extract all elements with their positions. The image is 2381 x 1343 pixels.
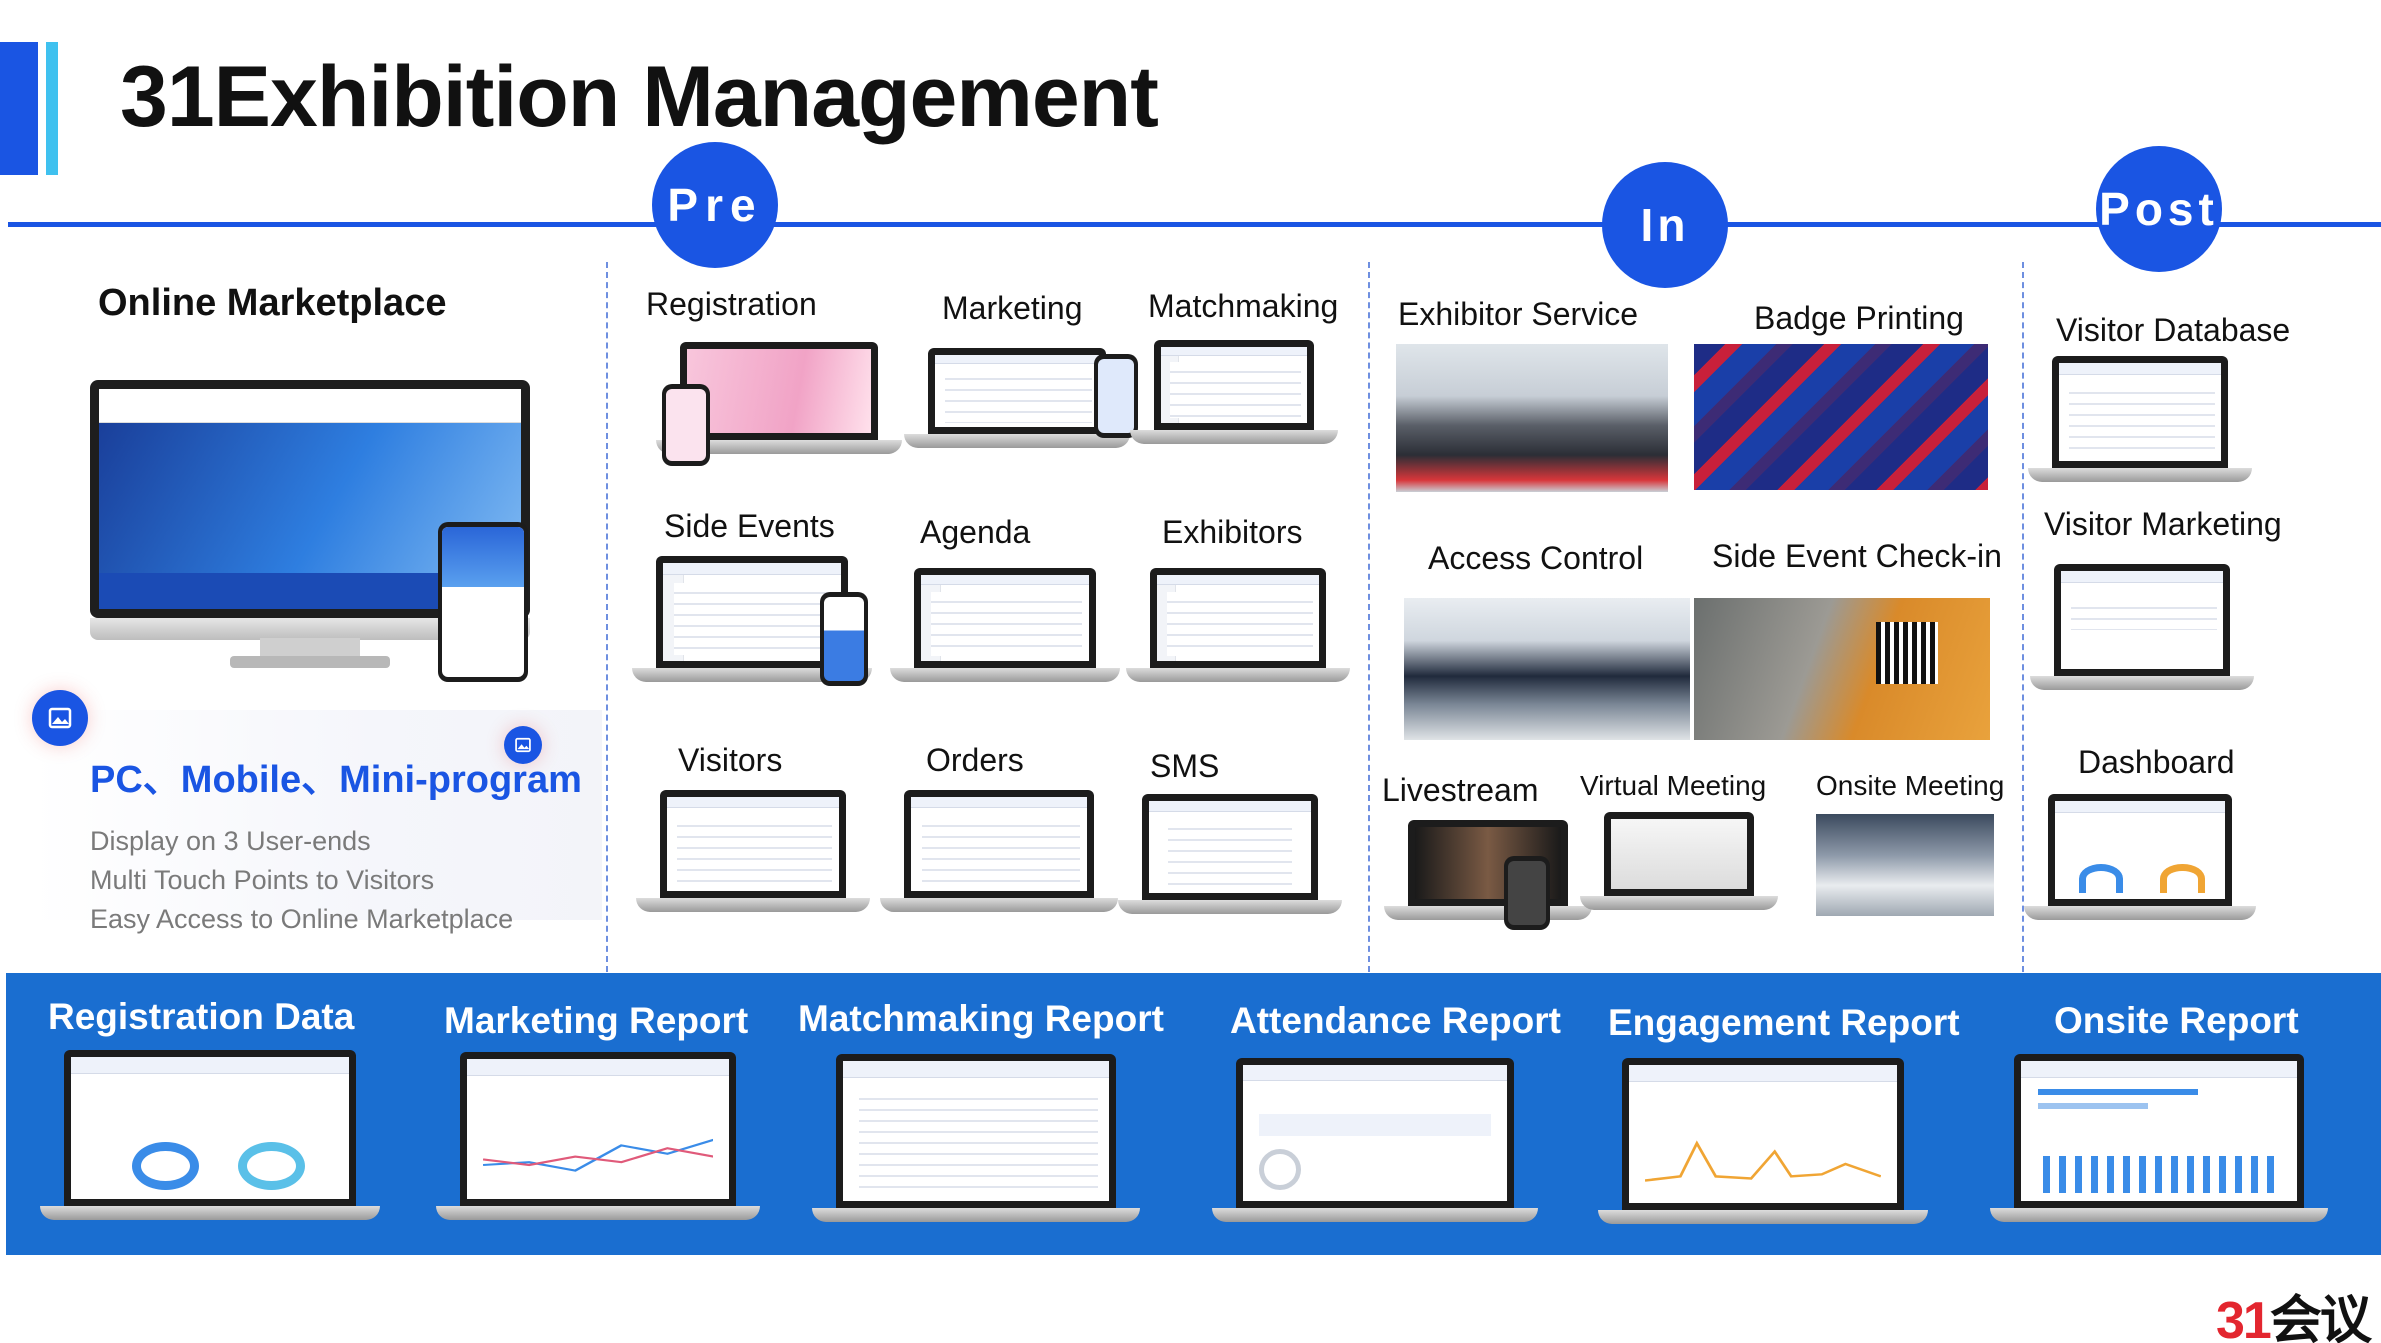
phase-pre-badge: Pre — [652, 142, 778, 268]
onsite-meeting-photo — [1816, 814, 1994, 916]
report-label-registration-data: Registration Data — [48, 996, 355, 1037]
registration-screen — [656, 342, 902, 454]
report-label-onsite-report: Onsite Report — [2054, 1000, 2299, 1041]
virtual-meeting-screen — [1580, 812, 1778, 910]
phase-post-badge: Post — [2096, 146, 2222, 272]
livestream-phone — [1504, 856, 1550, 930]
mobile-phone-mockup — [438, 522, 528, 682]
feature-label-exhibitors: Exhibitors — [1162, 514, 1303, 550]
title-accent-bar-secondary — [46, 42, 58, 175]
reports-band — [6, 973, 2381, 1255]
feature-label-livestream: Livestream — [1382, 772, 1539, 808]
slide-title: 31Exhibition Management — [120, 49, 1159, 145]
brand-logo: 31会议 — [2216, 1278, 2372, 1343]
visitors-screen — [636, 790, 870, 912]
badge-printing-photo — [1694, 344, 1988, 490]
side-events-screen — [632, 556, 872, 682]
marketplace-bullet: Display on 3 User-ends — [90, 826, 371, 856]
image-icon — [504, 726, 542, 764]
report-label-matchmaking-report: Matchmaking Report — [798, 998, 1164, 1039]
brand-logo-number: 31 — [2216, 1292, 2272, 1343]
phase-in-badge: In — [1602, 162, 1728, 288]
marketing-screen — [904, 348, 1130, 448]
title-accent-bar — [0, 42, 38, 175]
sms-screen — [1118, 794, 1342, 914]
feature-label-matchmaking: Matchmaking — [1148, 288, 1339, 324]
online-marketplace-title: Online Marketplace — [98, 282, 447, 324]
feature-label-marketing: Marketing — [942, 290, 1083, 326]
brand-logo-text: 会议 — [2269, 1292, 2372, 1343]
engagement-report-screen — [1598, 1058, 1928, 1224]
feature-label-orders: Orders — [926, 742, 1024, 778]
feature-label-visitors: Visitors — [678, 742, 783, 778]
attendance-report-screen — [1212, 1058, 1538, 1222]
feature-label-onsite-meeting: Onsite Meeting — [1816, 770, 2005, 801]
side-event-check-in-photo — [1694, 598, 1990, 740]
image-icon — [32, 690, 88, 746]
feature-label-visitor-marketing: Visitor Marketing — [2044, 506, 2282, 542]
access-control-photo — [1404, 598, 1690, 740]
side-events-phone — [820, 592, 868, 686]
feature-label-side-event-check-in: Side Event Check-in — [1712, 538, 2002, 574]
matchmaking-screen — [1130, 340, 1338, 444]
onsite-report-screen — [1990, 1054, 2328, 1222]
report-label-attendance-report: Attendance Report — [1230, 1000, 1561, 1041]
agenda-screen — [890, 568, 1120, 682]
marketplace-bullet: Easy Access to Online Marketplace — [90, 904, 514, 934]
matchmaking-report-screen — [812, 1054, 1140, 1222]
marketing-phone — [1094, 354, 1138, 438]
feature-label-badge-printing: Badge Printing — [1754, 300, 1964, 336]
exhibitors-screen — [1126, 568, 1350, 682]
column-divider — [606, 262, 608, 972]
exhibitor-service-photo — [1396, 344, 1668, 492]
feature-label-visitor-database: Visitor Database — [2056, 312, 2291, 348]
visitor-database-screen — [2028, 356, 2252, 482]
feature-label-dashboard: Dashboard — [2078, 744, 2235, 780]
marketplace-bullet: Multi Touch Points to Visitors — [90, 865, 435, 895]
dashboard-screen — [2024, 794, 2256, 920]
orders-screen — [880, 790, 1118, 912]
platforms-heading: PC、Mobile、Mini-program — [90, 759, 582, 801]
feature-label-registration: Registration — [646, 286, 817, 322]
registration-phone — [662, 384, 710, 466]
desktop-monitor-mockup — [90, 380, 530, 670]
phase-timeline — [8, 222, 2381, 227]
report-label-engagement-report: Engagement Report — [1608, 1002, 1960, 1043]
feature-label-agenda: Agenda — [920, 514, 1031, 550]
feature-label-side-events: Side Events — [664, 508, 835, 544]
registration-data-screen — [40, 1050, 380, 1220]
feature-label-exhibitor-service: Exhibitor Service — [1398, 296, 1639, 332]
feature-label-sms: SMS — [1150, 748, 1220, 784]
column-divider — [1368, 262, 1370, 972]
column-divider — [2022, 262, 2024, 972]
marketing-report-screen — [436, 1052, 760, 1220]
feature-label-access-control: Access Control — [1428, 540, 1644, 576]
visitor-marketing-screen — [2030, 564, 2254, 690]
report-label-marketing-report: Marketing Report — [444, 1000, 749, 1041]
feature-label-virtual-meeting: Virtual Meeting — [1580, 770, 1767, 801]
